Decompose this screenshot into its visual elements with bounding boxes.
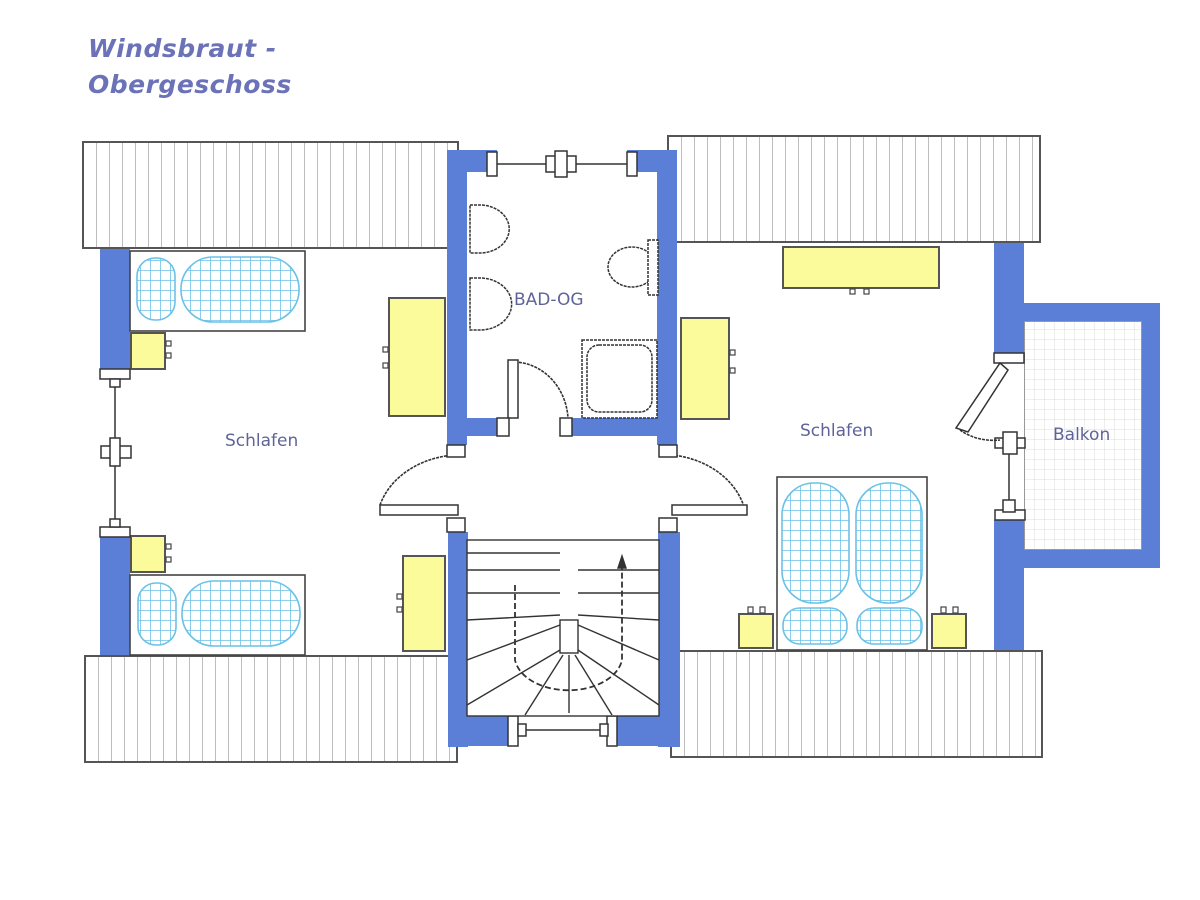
wall-left-upper [100, 249, 130, 369]
wall-stair-left [448, 532, 468, 747]
wall-bath-bottom-right [572, 418, 662, 436]
roof-slope-top-right [667, 135, 1041, 243]
roof-slope-bottom-right [670, 650, 1043, 758]
nightstand-left-upper [130, 332, 166, 370]
balcony-wall-top [1024, 303, 1160, 321]
nightstand-right-a [738, 613, 774, 649]
wardrobe-left-upper [388, 297, 446, 417]
nightstand-right-b [931, 613, 967, 649]
wardrobe-right [680, 317, 730, 420]
wall-bath-right [657, 150, 677, 445]
room-label-bedroom-left: Schlafen [225, 431, 299, 451]
wardrobe-left-lower [402, 555, 446, 652]
dresser-right [782, 246, 940, 289]
plan-title-line1: Windsbraut - [88, 34, 277, 63]
roof-slope-bottom-left [84, 655, 458, 763]
room-label-balcony: Balkon [1053, 425, 1111, 445]
balcony-wall-bottom [1024, 550, 1160, 568]
wall-stair-bottom-right [617, 716, 667, 746]
wall-right-lower [994, 520, 1024, 650]
wall-bath-left [447, 150, 467, 445]
room-label-bathroom: BAD-OG [514, 290, 584, 310]
wall-stair-right [658, 532, 680, 747]
room-label-bedroom-right: Schlafen [800, 421, 874, 441]
balcony-wall-right [1142, 303, 1160, 568]
balcony-floor [1024, 321, 1142, 550]
wall-right-upper [994, 243, 1024, 353]
plan-title-line2: Obergeschoss [88, 70, 292, 99]
wall-left-lower [100, 537, 130, 655]
wall-bath-bottom-left [467, 418, 497, 436]
nightstand-left-lower [130, 535, 166, 573]
